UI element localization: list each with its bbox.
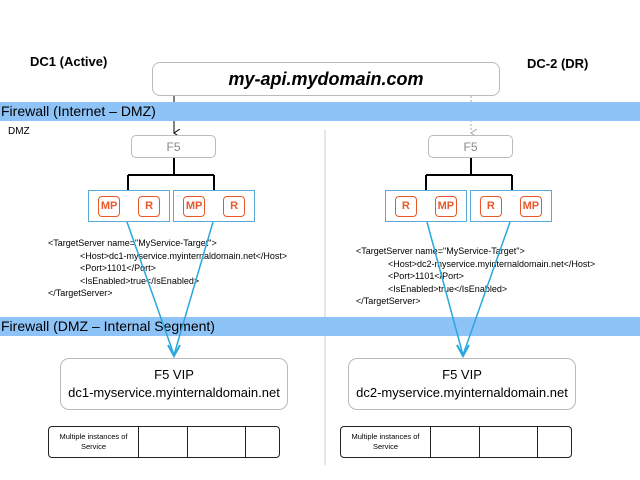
service-instance [480, 427, 538, 457]
dc1-flow-arrowhead [167, 344, 181, 359]
dc1-label: DC1 (Active) [30, 54, 108, 69]
service-instance [431, 427, 480, 457]
xml-line: <IsEnabled>true</IsEnabled> [80, 275, 200, 286]
vip-title: F5 VIP [442, 367, 482, 382]
service-instance [246, 427, 279, 457]
proxy-chip: MP [182, 195, 206, 217]
dc1-service-instances: Multiple instances of Service [48, 426, 280, 458]
firewall-dmz-internal: Firewall (DMZ – Internal Segment) [0, 317, 640, 336]
xml-line: </TargetServer> [48, 288, 113, 298]
xml-line: <TargetServer name="MyService-Target"> [48, 238, 217, 248]
dc1-proxy-group: MP R [173, 190, 255, 222]
service-instance [139, 427, 188, 457]
proxy-chip: MP [97, 195, 121, 217]
xml-line: <Port>1101</Port> [388, 271, 464, 281]
xml-line: </TargetServer> [356, 296, 421, 306]
dc2-flow-arrowhead [456, 344, 470, 359]
proxy-chip: R [223, 195, 246, 217]
dmz-label: DMZ [8, 126, 30, 137]
dc1-proxy-group: MP R [88, 190, 170, 222]
service-instance [538, 427, 571, 457]
xml-line: <IsEnabled>true</IsEnabled> [388, 283, 508, 294]
dc2-proxy-group: R MP [385, 190, 467, 222]
vip-host: dc2-myservice.myinternaldomain.net [356, 385, 568, 400]
proxy-chip: R [138, 195, 161, 217]
dc1-tree [127, 158, 215, 190]
dc2-flow [426, 221, 511, 356]
proxy-chip: R [479, 195, 502, 217]
dc1-f5-vip: F5 VIP dc1-myservice.myinternaldomain.ne… [60, 358, 288, 410]
dc1-target-server-xml: <TargetServer name="MyService-Target"> <H… [48, 237, 287, 300]
xml-line: <Host>dc2-myservice.myinternaldomain.net… [388, 258, 596, 269]
dc2-service-instances: Multiple instances of Service [340, 426, 572, 458]
service-label: Multiple instances of Service [49, 427, 139, 457]
dc2-proxy-group: R MP [470, 190, 552, 222]
proxy-chip: MP [434, 195, 458, 217]
xml-line: <Host>dc1-myservice.myinternaldomain.net… [80, 250, 288, 261]
xml-line: <TargetServer name="MyService-Target"> [356, 246, 525, 256]
proxy-chip: R [394, 195, 417, 217]
dc1-flow [126, 221, 214, 356]
dc2-tree [425, 158, 513, 190]
dc2-target-server-xml: <TargetServer name="MyService-Target"> <H… [356, 245, 595, 308]
proxy-chip: MP [519, 195, 543, 217]
dc2-label: DC-2 (DR) [527, 56, 589, 71]
service-label: Multiple instances of Service [341, 427, 431, 457]
dc2-f5: F5 [428, 135, 513, 158]
vip-host: dc1-myservice.myinternaldomain.net [68, 385, 280, 400]
service-instance [188, 427, 246, 457]
domain-box: my-api.mydomain.com [152, 62, 500, 96]
firewall-internet-dmz: Firewall (Internet – DMZ) [0, 102, 640, 121]
vip-title: F5 VIP [154, 367, 194, 382]
dc2-f5-vip: F5 VIP dc2-myservice.myinternaldomain.ne… [348, 358, 576, 410]
xml-line: <Port>1101</Port> [80, 263, 156, 273]
dc1-f5: F5 [131, 135, 216, 158]
